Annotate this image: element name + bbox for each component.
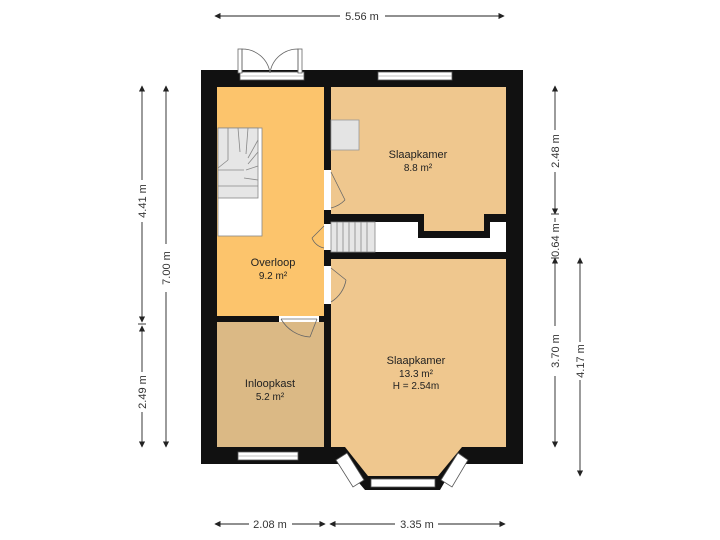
bay-window-left [335, 452, 365, 488]
bay-window-floor [345, 447, 462, 476]
room-inloopkast [217, 322, 324, 447]
room-name-slaapkamer-top: Slaapkamer [389, 149, 448, 161]
bay-window-center [370, 478, 436, 488]
chimney-block [330, 119, 360, 151]
room-height-slaapkamer-bottom: H = 2.54m [393, 381, 439, 392]
hall-stair [330, 221, 376, 253]
room-area-inloopkast: 5.2 m² [256, 392, 285, 403]
staircase [217, 127, 263, 237]
room-name-overloop: Overloop [251, 257, 296, 269]
dim-right-top: 2.48 m [550, 134, 562, 168]
room-name-inloopkast: Inloopkast [245, 378, 295, 390]
dim-top-width: 5.56 m [345, 11, 379, 23]
door-inloopkast [279, 316, 319, 338]
room-slaapkamer-top [331, 87, 506, 214]
dim-bottom-right: 3.35 m [400, 519, 434, 531]
french-door [237, 48, 303, 74]
room-area-slaapkamer-top: 8.8 m² [404, 163, 433, 174]
dim-bottom-left: 2.08 m [253, 519, 287, 531]
dim-right-bottom: 3.70 m [550, 334, 562, 368]
dim-right-mid: 0.64 m [550, 223, 562, 257]
bay-window-right [440, 452, 469, 488]
dim-left-bottom: 2.49 m [137, 375, 149, 409]
dim-left-top: 4.41 m [137, 184, 149, 218]
room-name-slaapkamer-bottom: Slaapkamer [387, 355, 446, 367]
door-hall [311, 224, 331, 250]
door-top-bedroom [324, 170, 346, 210]
closet-notch-floor [424, 214, 484, 231]
room-area-overloop: 9.2 m² [259, 271, 288, 282]
room-slaapkamer-bottom [331, 259, 506, 447]
room-area-slaapkamer-bottom: 13.3 m² [399, 369, 434, 380]
dim-right-outer: 4.17 m [575, 344, 587, 378]
door-bottom-bedroom [324, 266, 347, 304]
dim-left-total: 7.00 m [161, 251, 173, 285]
